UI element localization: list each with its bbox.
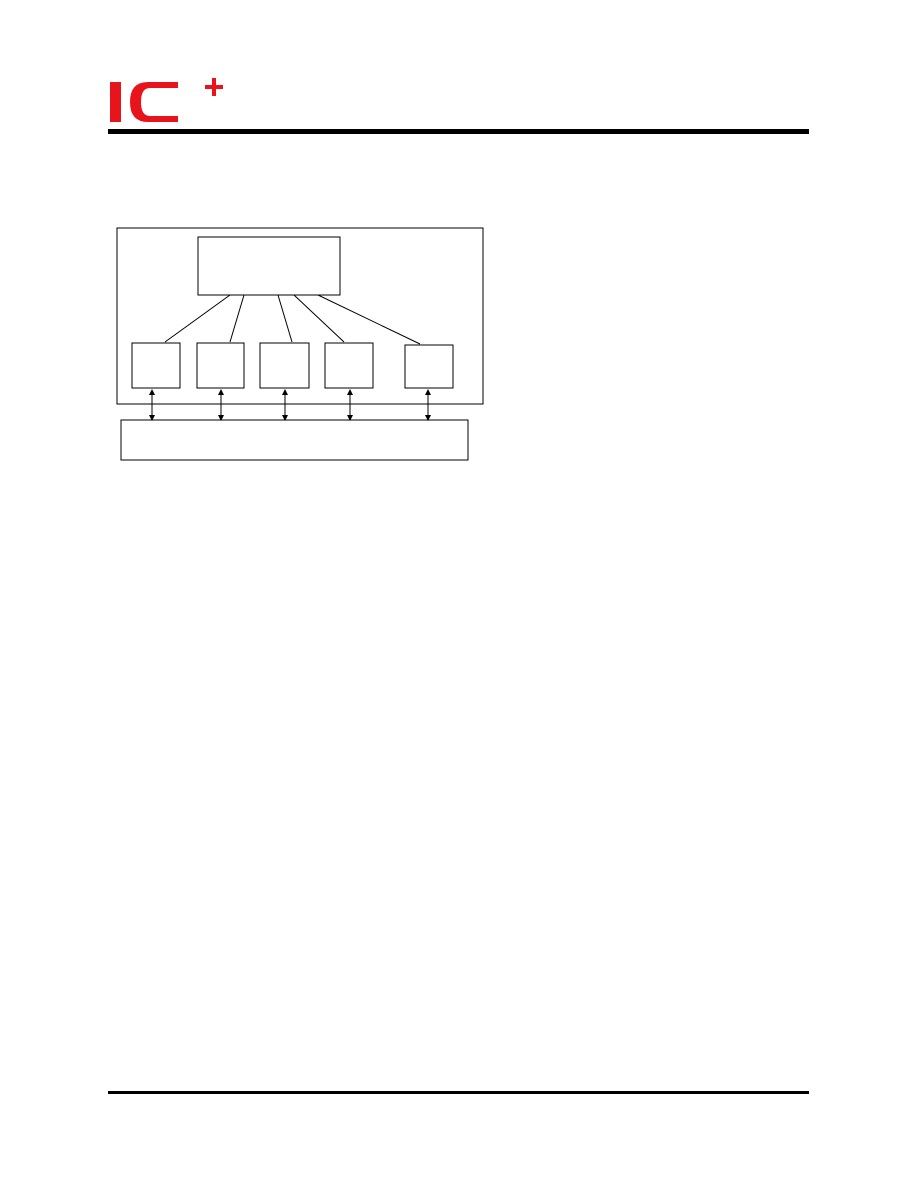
logo-letter-i	[110, 82, 121, 122]
block-diagram	[116, 227, 484, 461]
sub-block-5	[404, 344, 454, 389]
connector-line-4	[293, 294, 345, 343]
top-block	[197, 236, 341, 296]
sub-block-4	[324, 342, 374, 389]
connector-line-2	[229, 294, 245, 343]
outer-container-box	[116, 227, 484, 405]
logo-plus-h	[205, 85, 223, 89]
sub-block-1	[131, 342, 181, 389]
connector-line-5	[317, 294, 421, 345]
logo-letter-c	[130, 82, 178, 122]
ic-plus-logo	[110, 78, 223, 122]
sub-block-2	[196, 342, 245, 389]
connector-line-3	[277, 294, 293, 343]
connector-line-1	[164, 294, 231, 343]
footer-rule	[108, 1091, 809, 1094]
header-rule	[108, 129, 809, 134]
bottom-bus-block	[120, 419, 469, 461]
sub-block-3	[259, 342, 310, 389]
